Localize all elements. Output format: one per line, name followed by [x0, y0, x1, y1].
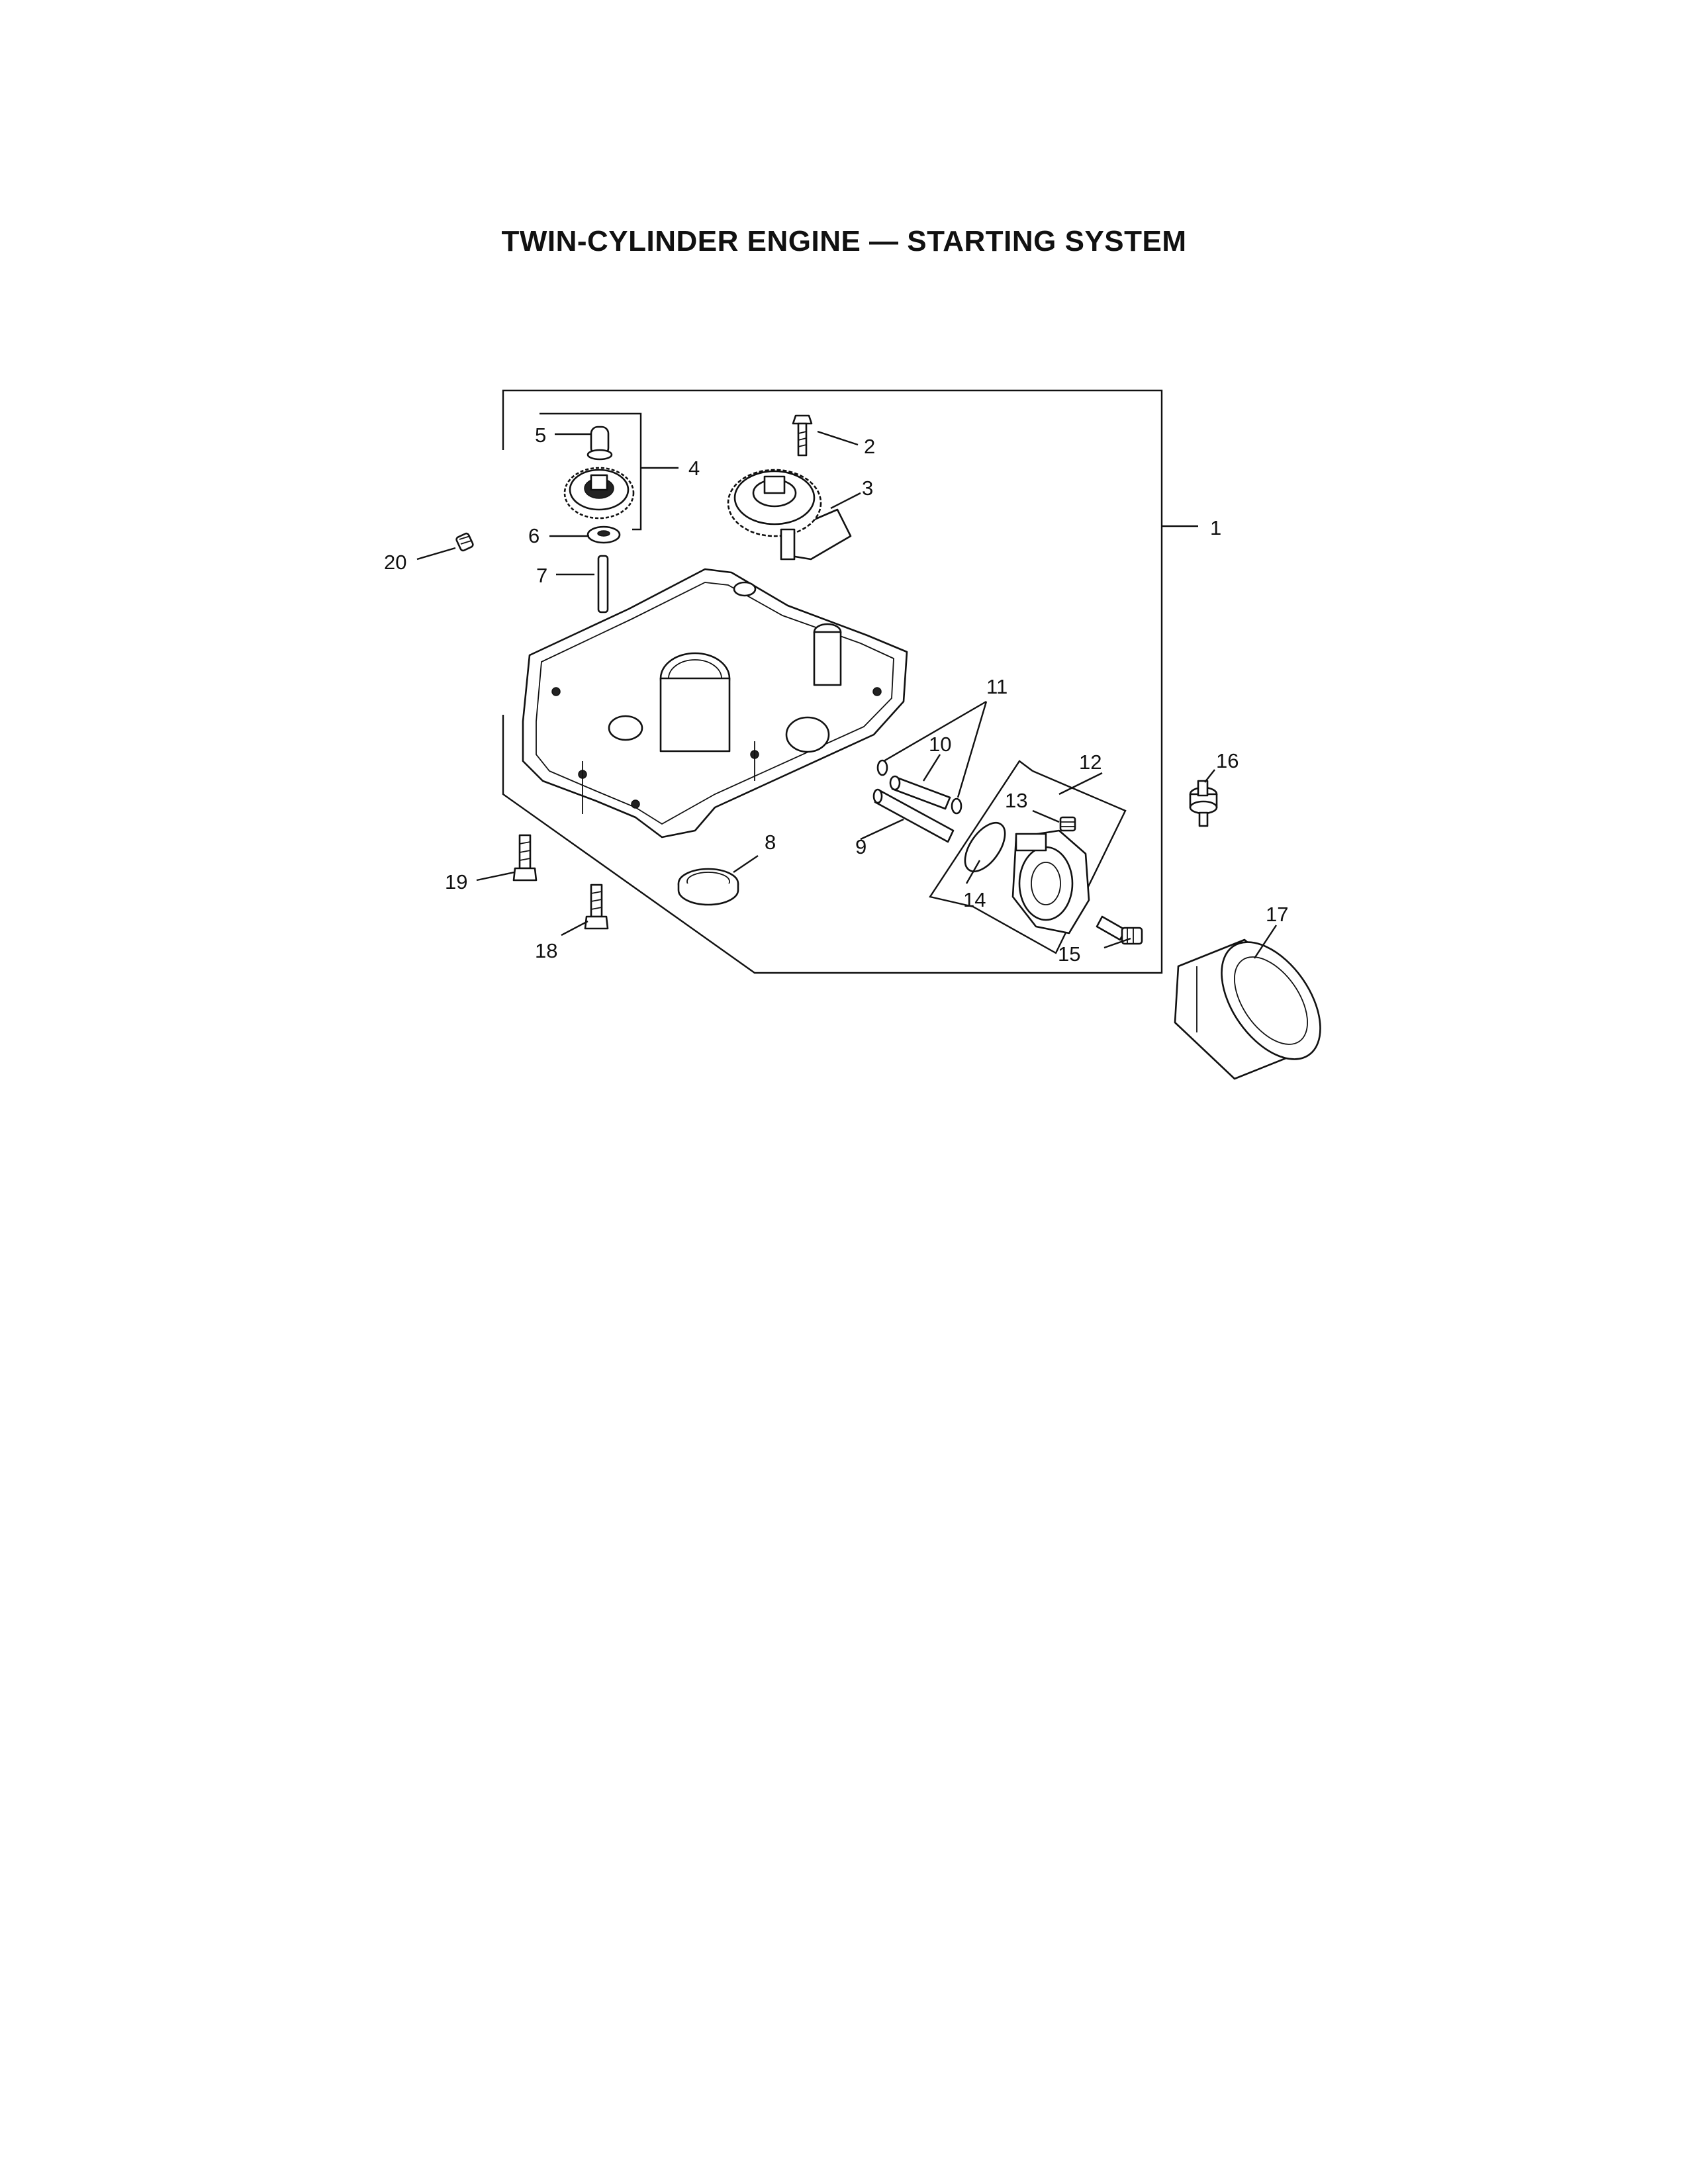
callout-8: 8 [765, 831, 776, 854]
callout-17: 17 [1266, 903, 1288, 926]
callout-19: 19 [445, 870, 467, 893]
governor-gear-icon [563, 467, 635, 520]
nipple-icon [1096, 915, 1143, 945]
sub-assembly-bracket [539, 412, 679, 531]
pipe-icon [889, 775, 951, 810]
oil-pan-assembly-icon [522, 568, 908, 839]
callout-18: 18 [535, 939, 557, 962]
callout-4: 4 [688, 457, 700, 480]
regulating-pin-icon [586, 426, 613, 461]
plug-icon [1059, 816, 1076, 832]
washer-icon [586, 525, 621, 544]
screw-icon [584, 884, 609, 930]
callout-1: 1 [1210, 516, 1221, 539]
pickup-tube-icon [872, 788, 955, 843]
oil-seal-icon [677, 868, 739, 906]
oil-filter-icon [1174, 938, 1321, 1080]
oil-pump-gear-icon [727, 469, 852, 561]
bolt-icon [792, 414, 813, 457]
callout-7: 7 [536, 564, 547, 587]
assembly-bracket [502, 389, 1198, 974]
callout-14: 14 [963, 888, 986, 911]
callout-20: 20 [384, 551, 406, 574]
callout-2: 2 [864, 435, 875, 458]
callout-5: 5 [535, 424, 546, 447]
oil-filter-adapter-icon [1011, 829, 1090, 934]
gasket-icon [964, 822, 1006, 872]
o-ring-icon [876, 759, 962, 815]
callout-15: 15 [1058, 942, 1080, 966]
callout-3: 3 [862, 477, 873, 500]
plug-icon [455, 532, 474, 552]
screw-icon [512, 834, 538, 882]
page-title: TWIN-CYLINDER ENGINE — STARTING SYSTEM [501, 225, 1187, 257]
callout-16: 16 [1216, 749, 1239, 772]
oil-pressure-switch-icon [1189, 780, 1218, 827]
callout-9: 9 [855, 835, 867, 858]
leader-lines [416, 430, 1278, 959]
callout-labels: 1 2 3 4 5 6 7 8 9 10 11 12 13 14 15 16 1… [384, 424, 1288, 966]
callout-10: 10 [929, 733, 951, 756]
shaft-icon [597, 555, 609, 614]
callout-6: 6 [528, 524, 539, 547]
sub-assembly-bracket [929, 760, 1127, 954]
callout-13: 13 [1005, 789, 1027, 812]
callout-11: 11 [986, 675, 1008, 698]
callout-12: 12 [1079, 751, 1102, 774]
